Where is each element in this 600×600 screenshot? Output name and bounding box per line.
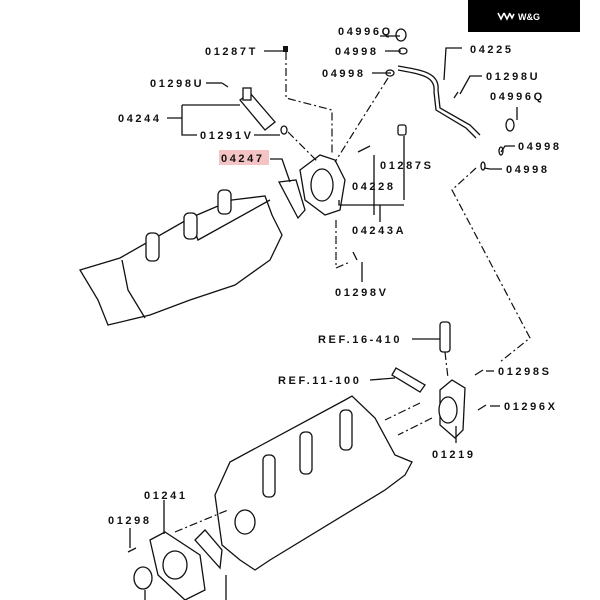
label-01241[interactable]: 01241 [144, 490, 188, 502]
sensor-ref16-410 [439, 321, 451, 353]
brand-logo: W&G [468, 0, 580, 32]
label-04998[interactable]: 04998 [506, 164, 550, 176]
label-01298v[interactable]: 01298V [335, 287, 389, 299]
label-ref-11-100[interactable]: REF.11-100 [278, 375, 361, 387]
highlight-04247 [219, 150, 269, 165]
label-04247[interactable]: 04247 [221, 153, 265, 165]
bolt-01298s [474, 369, 484, 376]
washer [480, 161, 486, 171]
lower-cylinder-head [214, 395, 413, 571]
label-01298u[interactable]: 01298U [150, 78, 204, 90]
label-04998[interactable]: 04998 [335, 46, 379, 58]
bolt-01298u [221, 82, 229, 88]
label-01296x[interactable]: 01296X [504, 401, 558, 413]
svg-text:W&G: W&G [518, 12, 540, 22]
bolt-01298u [453, 91, 459, 99]
bolt-04228 [357, 145, 371, 153]
oring-01291v [280, 125, 288, 135]
connector-ref11-100 [391, 367, 426, 393]
bolt-01298 [127, 547, 137, 553]
label-01298s[interactable]: 01298S [498, 366, 552, 378]
label-01287s[interactable]: 01287S [380, 160, 434, 172]
label-01287t[interactable]: 01287T [205, 46, 258, 58]
label-04998[interactable]: 04998 [518, 141, 562, 153]
gasket-04247 [277, 179, 306, 220]
label-04996q[interactable]: 04996Q [338, 26, 393, 38]
label-04998[interactable]: 04998 [322, 68, 366, 80]
camshaft-position-sensor-04243a [299, 154, 346, 216]
label-04228[interactable]: 04228 [352, 181, 396, 193]
label-ref-16-410[interactable]: REF.16-410 [318, 334, 402, 346]
upper-cylinder-head [79, 189, 283, 326]
label-04225[interactable]: 04225 [470, 44, 514, 56]
label-01298u[interactable]: 01298U [486, 71, 540, 83]
banjo-bolt [395, 28, 407, 42]
cam-sensor-01219 [438, 379, 466, 439]
oil-control-valve-04244 [239, 87, 276, 131]
label-04243a[interactable]: 04243A [352, 225, 406, 237]
pin-01287s [397, 124, 407, 136]
plug-01287t [283, 46, 288, 52]
pipe-04225 [397, 65, 481, 136]
label-04996q[interactable]: 04996Q [490, 91, 545, 103]
bolt-01298v [352, 251, 358, 261]
label-01291v[interactable]: 01291V [200, 130, 254, 142]
bolt-01296x [477, 404, 487, 411]
banjo-bolt [505, 118, 515, 132]
gasket [194, 529, 223, 570]
label-04244[interactable]: 04244 [118, 113, 162, 125]
cover-01241 [149, 531, 206, 600]
label-01298[interactable]: 01298 [108, 515, 152, 527]
oil-seal [133, 566, 153, 590]
label-01219[interactable]: 01219 [432, 449, 476, 461]
